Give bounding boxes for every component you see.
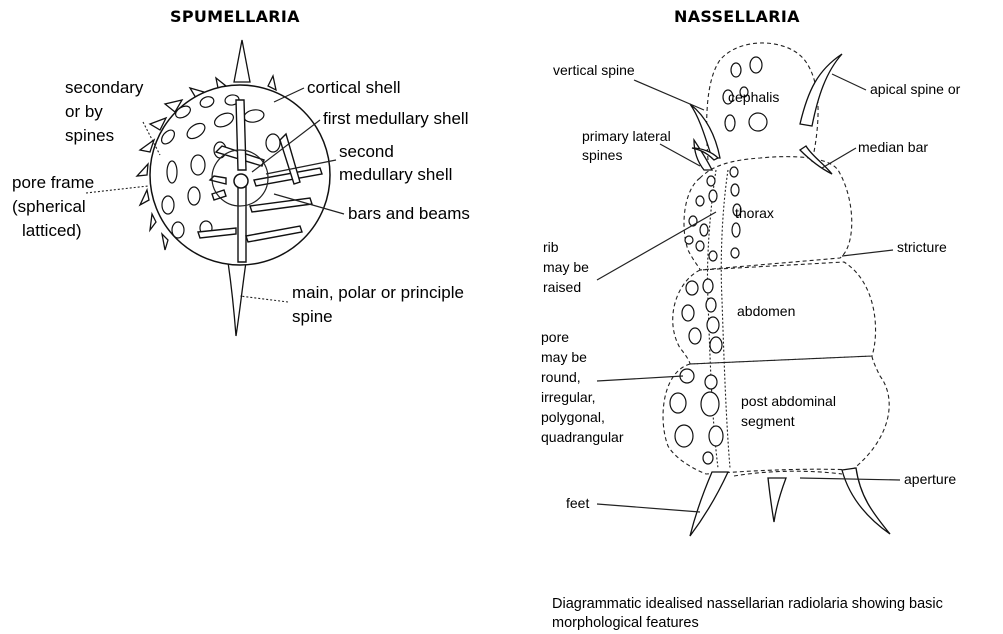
label-pore-5: polygonal, (541, 409, 605, 425)
label-pore-frame-3: latticed) (22, 221, 82, 240)
caption-line-2: morphological features (552, 615, 699, 631)
first-medullary-shell (234, 174, 248, 188)
nassellaria-title: NASSELLARIA (674, 7, 800, 26)
label-cephalis: cephalis (728, 89, 779, 105)
label-primary-lateral-1: primary lateral (582, 128, 671, 144)
label-pore-4: irregular, (541, 389, 595, 405)
foot-left (690, 472, 728, 536)
label-main-spine-1: main, polar or principle (292, 283, 464, 302)
label-bars-beams: bars and beams (348, 204, 470, 223)
label-feet: feet (566, 495, 589, 511)
label-second-medullary-1: second (339, 142, 394, 161)
label-secondary-1: secondary (65, 78, 144, 97)
label-secondary-3: spines (65, 126, 114, 145)
label-rib-3: raised (543, 279, 581, 295)
foot-right (842, 468, 890, 534)
label-post-abdominal-1: post abdominal (741, 393, 836, 409)
apical-spine (800, 54, 842, 126)
post-abdominal-pores (670, 369, 723, 464)
label-rib-1: rib (543, 239, 559, 255)
aperture-rim (734, 471, 842, 476)
label-pore-3: round, (541, 369, 581, 385)
label-second-medullary-2: medullary shell (339, 165, 452, 184)
label-first-medullary: first medullary shell (323, 109, 469, 128)
label-post-abdominal-2: segment (741, 413, 795, 429)
label-abdomen: abdomen (737, 303, 795, 319)
label-pore-2: may be (541, 349, 587, 365)
top-polar-spine (234, 40, 250, 82)
label-rib-2: may be (543, 259, 589, 275)
main-polar-spine (228, 262, 246, 336)
abdomen-pores (682, 279, 722, 353)
label-pore-frame-2: (spherical (12, 197, 86, 216)
label-secondary-2: or by (65, 102, 103, 121)
label-aperture: aperture (904, 471, 956, 487)
label-primary-lateral-2: spines (582, 147, 622, 163)
label-pore-frame-1: pore frame (12, 173, 94, 192)
aperture-tooth (768, 478, 786, 522)
caption-line-1: Diagrammatic idealised nassellarian radi… (552, 596, 943, 612)
label-median-bar: median bar (858, 139, 928, 155)
label-thorax: thorax (735, 205, 774, 221)
spumellaria-figure: SPUMELLARIA (12, 7, 470, 336)
label-apical-spine: apical spine or (870, 81, 961, 97)
label-pore-1: pore (541, 329, 569, 345)
label-vertical-spine: vertical spine (553, 62, 635, 78)
median-bar (800, 146, 832, 174)
label-stricture: stricture (897, 239, 947, 255)
label-main-spine-2: spine (292, 307, 333, 326)
nassellaria-figure: NASSELLARIA (541, 7, 961, 631)
label-pore-6: quadrangular (541, 429, 624, 445)
label-cortical-shell: cortical shell (307, 78, 401, 97)
spumellaria-title: SPUMELLARIA (170, 7, 300, 26)
rib-inner (721, 170, 730, 468)
